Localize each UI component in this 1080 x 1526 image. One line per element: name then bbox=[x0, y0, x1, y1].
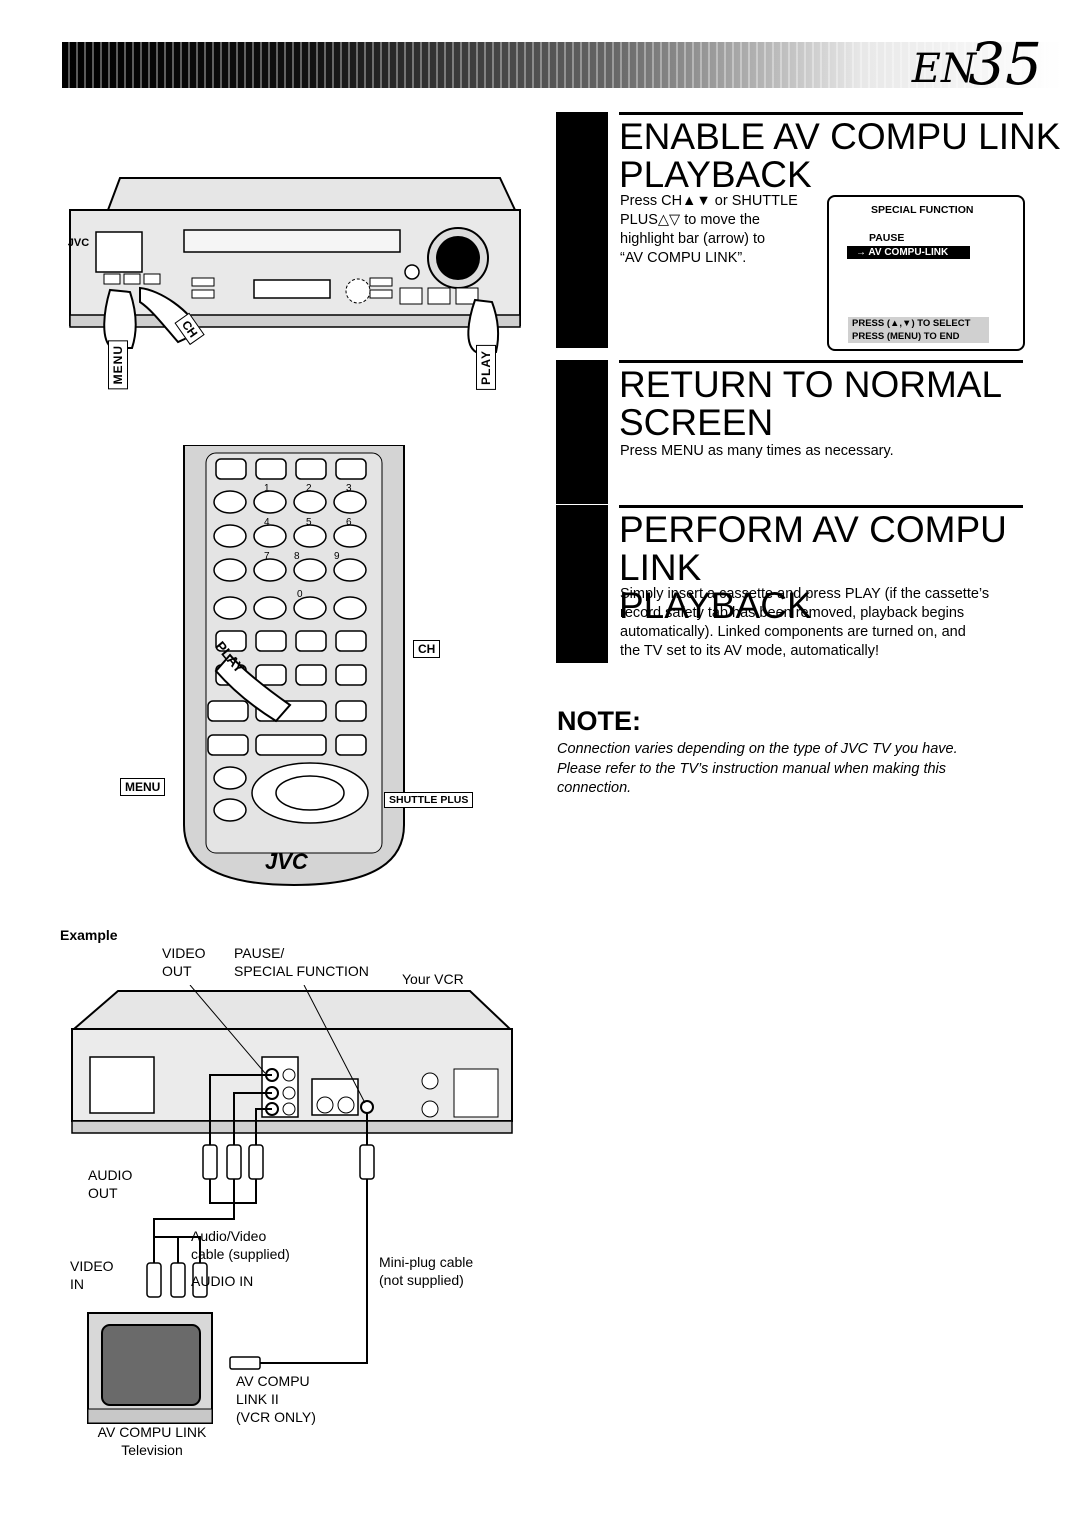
header-bar bbox=[62, 42, 1062, 88]
mini-plug-label: Mini-plug cable(not supplied) bbox=[379, 1254, 474, 1288]
page-number: 35 bbox=[968, 30, 1042, 98]
your-vcr-label: Your VCR bbox=[402, 971, 464, 987]
osd-highlight-bar: → AV COMPU-LINK bbox=[847, 246, 970, 259]
step-8-bar bbox=[556, 505, 608, 663]
step-6-bar bbox=[556, 112, 608, 348]
remote-digit-8: 8 bbox=[294, 551, 300, 562]
step-8-rule bbox=[619, 505, 1023, 508]
pause-sf-label: PAUSE/SPECIAL FUNCTION bbox=[234, 945, 369, 979]
remote-menu-label: MENU bbox=[120, 778, 166, 796]
audio-in-label: AUDIO IN bbox=[191, 1273, 254, 1289]
remote-digit-3: 3 bbox=[346, 483, 352, 494]
osd-foot-select: PRESS (▲,▼) TO SELECT bbox=[852, 318, 971, 329]
page-language: EN bbox=[911, 46, 976, 92]
step-7-bar bbox=[556, 360, 608, 504]
step-8-text: Simply insert a cassette and press PLAY … bbox=[620, 586, 990, 659]
remote-digit-9: 9 bbox=[334, 551, 340, 562]
remote-digit-6: 6 bbox=[346, 517, 352, 528]
remote-shuttle-label: SHUTTLE PLUS bbox=[384, 792, 474, 808]
example-label: Example bbox=[60, 927, 118, 943]
remote-digit-0: 0 bbox=[297, 589, 303, 600]
osd-item-pause: PAUSE bbox=[869, 232, 905, 244]
remote-digit-5: 5 bbox=[306, 517, 312, 528]
vcr-brand: JVC bbox=[67, 237, 90, 249]
osd-title: SPECIAL FUNCTION bbox=[871, 204, 974, 216]
remote-digit-4: 4 bbox=[264, 517, 270, 528]
remote-ch-label: CH bbox=[413, 640, 441, 658]
osd-foot-end: PRESS (MENU) TO END bbox=[852, 331, 960, 342]
remote-digit-2: 2 bbox=[306, 483, 312, 494]
on-screen-display: SPECIAL FUNCTION PAUSE → AV COMPU-LINK P… bbox=[827, 195, 1025, 351]
osd-footer: PRESS (▲,▼) TO SELECT PRESS (MENU) TO EN… bbox=[848, 317, 989, 343]
step-6-number: 6 bbox=[560, 200, 594, 260]
connection-diagram bbox=[71, 985, 513, 1424]
vcr-menu-label: MENU bbox=[108, 340, 128, 390]
remote-illustration bbox=[183, 445, 405, 887]
step-7-text: Press MENU as many times as necessary. bbox=[620, 443, 894, 459]
vcr-front-illustration bbox=[69, 177, 521, 353]
step-7-rule bbox=[619, 360, 1023, 363]
remote-brand: JVC bbox=[265, 849, 308, 874]
vcr-play-label: PLAY bbox=[476, 345, 496, 390]
remote-digit-7: 7 bbox=[264, 551, 270, 562]
note-title: NOTE: bbox=[557, 706, 641, 736]
step-7-number: 7 bbox=[560, 438, 594, 498]
step-6-rule bbox=[619, 112, 1023, 115]
remote-digit-1: 1 bbox=[264, 483, 270, 494]
step-8-number: 8 bbox=[560, 588, 594, 648]
osd-item-av-compu-link: → AV COMPU-LINK bbox=[856, 247, 949, 258]
note-text: Connection varies depending on the type … bbox=[557, 741, 958, 796]
